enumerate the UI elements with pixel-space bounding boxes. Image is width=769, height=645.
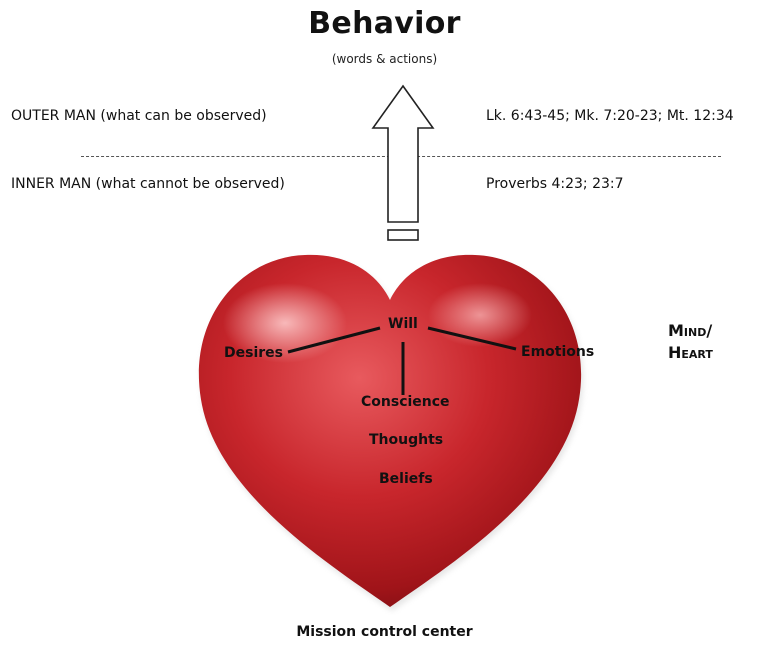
beliefs-label: Beliefs (379, 471, 433, 487)
mind-label: Mind/ (668, 321, 713, 340)
outer-man-label: OUTER MAN (what can be observed) (11, 108, 267, 124)
page-title: Behavior (308, 6, 461, 41)
thoughts-label: Thoughts (369, 432, 444, 448)
inner-man-reference: Proverbs 4:23; 23:7 (486, 176, 624, 192)
heart-label: Heart (668, 343, 713, 362)
conscience-label: Conscience (361, 394, 450, 410)
heart-icon (198, 254, 584, 611)
emotions-label: Emotions (521, 344, 595, 360)
mind-heart-label: Mind/ Heart (668, 320, 713, 364)
diagram-caption: Mission control center (296, 624, 473, 640)
outer-man-reference: Lk. 6:43-45; Mk. 7:20-23; Mt. 12:34 (486, 108, 734, 124)
will-label: Will (388, 316, 418, 332)
desires-label: Desires (224, 345, 283, 361)
up-arrow-icon (371, 84, 435, 241)
page-subtitle: (words & actions) (331, 52, 438, 66)
inner-man-label: INNER MAN (what cannot be observed) (11, 176, 285, 192)
heart-diagram: Will Desires Emotions Conscience Thought… (180, 245, 600, 615)
